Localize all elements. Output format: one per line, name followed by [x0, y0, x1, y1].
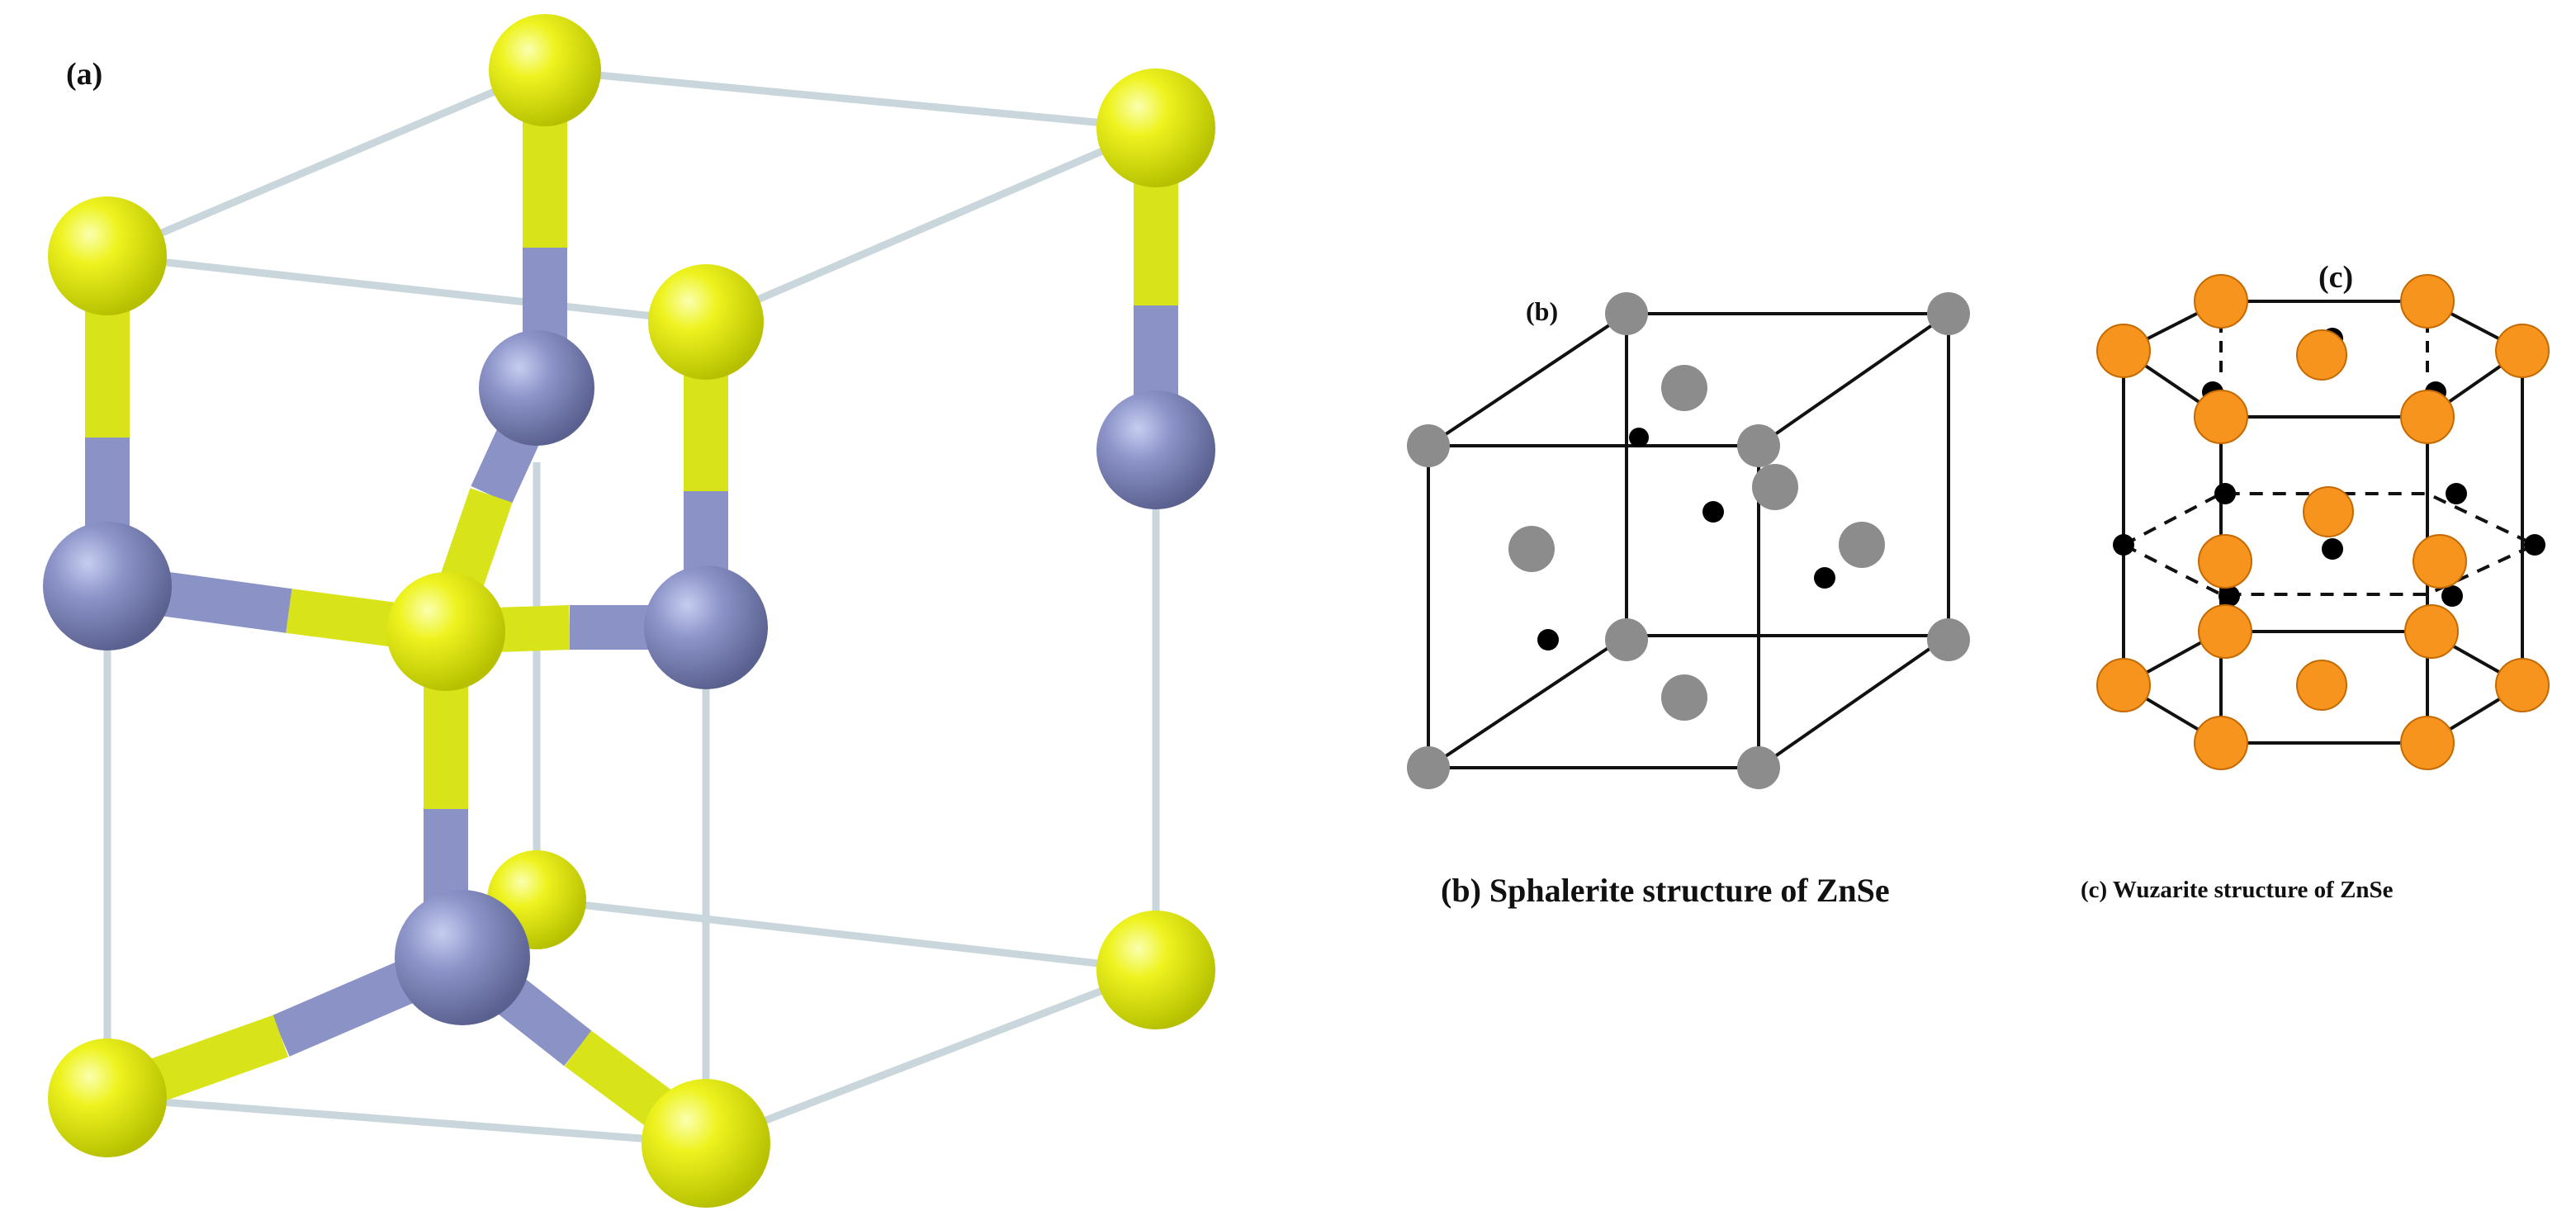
face-atom [1661, 365, 1707, 411]
se-atom [1096, 911, 1215, 1029]
panel-c-label: (c) [2318, 260, 2353, 295]
small-atom [2218, 585, 2240, 607]
panel-b-atoms [1407, 292, 1970, 789]
se-atom [48, 196, 167, 315]
large-atom [2404, 604, 2459, 659]
corner-atom [1407, 424, 1450, 467]
panel-c-atoms [2096, 274, 2550, 770]
small-atom [2441, 585, 2463, 607]
corner-atom [1407, 746, 1450, 789]
tetrahedral-atom [1629, 428, 1649, 447]
large-atom [2400, 274, 2455, 329]
panel-c-caption: (c) Wuzarite structure of ZnSe [2081, 877, 2394, 903]
large-atom [2413, 534, 2467, 589]
panel-b-cube-edges [1427, 312, 1950, 769]
tetrahedral-atom [1702, 501, 1724, 523]
large-atom [2400, 716, 2455, 770]
zn-atom [1096, 390, 1215, 509]
panel-b-label: (b) [1526, 296, 1558, 326]
corner-atom [1737, 746, 1780, 789]
large-atom [2096, 324, 2151, 378]
large-atom [2400, 390, 2455, 444]
panel-b-sphalerite-diagram: (b) [1407, 292, 1970, 909]
se-atom [642, 1079, 770, 1208]
large-atom [2096, 658, 2151, 712]
large-atom [2296, 329, 2347, 381]
tetrahedral-atom [1537, 629, 1559, 650]
panel-a-label: (a) [66, 57, 102, 92]
large-atom [2198, 534, 2252, 589]
panel-b-caption: (b) Sphalerite structure of ZnSe [1441, 872, 1890, 909]
se-atom [48, 1038, 167, 1157]
panel-a-atoms [43, 14, 1215, 1208]
zn-atom [644, 565, 768, 689]
small-atom [2214, 483, 2236, 504]
large-atom [2495, 324, 2550, 378]
panel-a-unit-cell-edges [103, 66, 1160, 1147]
large-atom [2194, 274, 2248, 329]
face-atom [1839, 522, 1885, 568]
small-atom [2113, 534, 2134, 556]
zn-atom [43, 522, 172, 650]
large-atom [2198, 604, 2252, 659]
small-atom [2322, 538, 2343, 560]
large-atom [2194, 390, 2248, 444]
face-atom [1752, 464, 1798, 510]
face-atom [1508, 526, 1555, 572]
large-atom [2296, 660, 2347, 711]
panel-c-wurtzite-diagram: (c) [2081, 260, 2550, 903]
se-atom [386, 572, 505, 691]
large-atom [2303, 486, 2354, 537]
large-atom [2495, 658, 2550, 712]
corner-atom [1605, 618, 1648, 661]
small-atom [2524, 534, 2545, 556]
corner-atom [1737, 424, 1780, 467]
corner-atom [1927, 292, 1970, 335]
se-atom [489, 14, 601, 126]
small-atom [2446, 483, 2467, 504]
face-atom [1661, 674, 1707, 721]
panel-a-ball-and-stick-model: (a) [43, 14, 1215, 1208]
se-atom [648, 264, 764, 380]
large-atom [2194, 716, 2248, 770]
zn-atom [479, 330, 594, 446]
zn-atom [395, 890, 530, 1025]
se-atom [1096, 69, 1215, 187]
corner-atom [1927, 618, 1970, 661]
corner-atom [1605, 292, 1648, 335]
tetrahedral-atom [1814, 567, 1835, 589]
